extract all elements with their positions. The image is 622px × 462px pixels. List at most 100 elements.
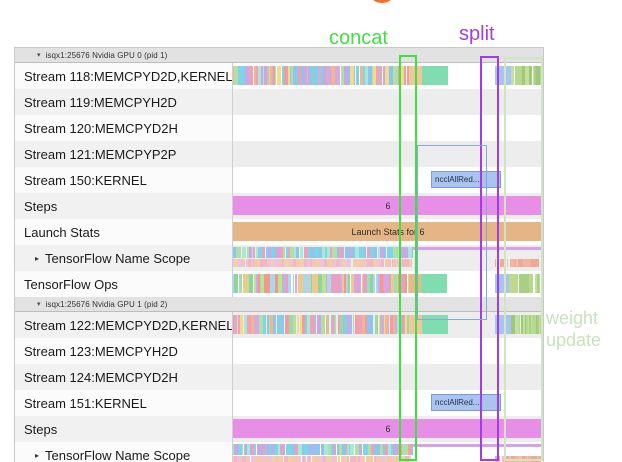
timeline-row[interactable]: Stream 124:MEMCPYD2H	[15, 364, 543, 390]
trace-event[interactable]	[517, 274, 518, 293]
trace-event[interactable]	[242, 259, 245, 267]
trace-event-span[interactable]: 6	[233, 196, 543, 215]
trace-event[interactable]	[537, 259, 539, 267]
trace-event[interactable]	[242, 444, 243, 455]
trace-event[interactable]	[359, 444, 362, 455]
chevron-right-icon[interactable]: ▸	[35, 451, 39, 460]
trace-event[interactable]	[275, 66, 276, 85]
trace-event[interactable]	[253, 247, 255, 258]
trace-event[interactable]	[348, 274, 350, 293]
trace-event[interactable]	[296, 247, 298, 258]
trace-event[interactable]	[540, 315, 541, 334]
trace-event[interactable]	[499, 456, 500, 462]
trace-event[interactable]	[249, 274, 253, 293]
timeline-row-label[interactable]: Stream 123:MEMCPYH2D	[15, 338, 233, 364]
trace-event[interactable]	[321, 315, 325, 334]
trace-event[interactable]	[353, 315, 355, 334]
trace-event[interactable]	[262, 247, 265, 258]
trace-event[interactable]	[356, 66, 359, 85]
trace-event[interactable]	[381, 259, 384, 267]
trace-event[interactable]	[315, 315, 316, 334]
timeline-track[interactable]	[233, 63, 543, 89]
trace-event[interactable]	[540, 66, 541, 85]
trace-event[interactable]	[422, 315, 448, 334]
trace-event[interactable]	[282, 444, 284, 455]
trace-event[interactable]	[405, 274, 407, 293]
trace-event[interactable]	[240, 315, 243, 334]
trace-event[interactable]	[398, 274, 400, 293]
trace-event[interactable]	[373, 274, 375, 293]
trace-event-span[interactable]: 6	[233, 419, 543, 438]
timeline-row[interactable]: Stream 121:MEMCPYP2P	[15, 141, 543, 167]
trace-event[interactable]	[495, 259, 496, 267]
trace-event-span[interactable]: Launch Stats for 6	[233, 222, 543, 241]
trace-event[interactable]	[343, 247, 344, 258]
timeline-row-label[interactable]: Stream 151:KERNEL	[15, 390, 233, 416]
trace-event[interactable]	[281, 315, 284, 334]
trace-event[interactable]	[409, 315, 422, 334]
timeline-row-label[interactable]: Stream 119:MEMCPYH2D	[15, 89, 233, 115]
timeline-row-label[interactable]: Stream 118:MEMCPYD2D,KERNEL,ME	[15, 63, 233, 89]
timeline-row[interactable]: Stream 120:MEMCPYD2H	[15, 115, 543, 141]
timeline-row[interactable]: Stream 118:MEMCPYD2D,KERNEL,ME	[15, 63, 543, 89]
trace-event[interactable]	[374, 247, 377, 258]
chevron-down-icon[interactable]: ▾	[37, 52, 41, 59]
trace-event[interactable]	[409, 456, 411, 462]
timeline-row-label[interactable]: Stream 150:KERNEL	[15, 167, 233, 193]
trace-event[interactable]	[293, 274, 294, 293]
trace-event[interactable]	[370, 456, 373, 462]
timeline-row[interactable]: TensorFlow Ops	[15, 271, 543, 297]
nccl-allreduce-event[interactable]: ncclAllRed...	[431, 394, 501, 411]
timeline-row-label[interactable]: TensorFlow Ops	[15, 271, 233, 297]
trace-event[interactable]	[495, 274, 509, 293]
trace-event[interactable]	[328, 315, 330, 334]
trace-event[interactable]	[234, 274, 238, 293]
trace-event[interactable]	[335, 456, 337, 462]
timeline-row-label[interactable]: Stream 120:MEMCPYD2H	[15, 115, 233, 141]
trace-event[interactable]	[302, 456, 306, 462]
trace-event[interactable]	[380, 66, 382, 85]
trace-event[interactable]	[350, 444, 354, 455]
timeline-track[interactable]	[233, 115, 543, 141]
trace-event[interactable]	[283, 247, 285, 258]
timeline-row-label[interactable]: Steps	[15, 193, 233, 219]
timeline-row[interactable]: ▸TensorFlow Name Scope	[15, 442, 543, 462]
trace-event[interactable]	[409, 66, 422, 85]
trace-event[interactable]	[336, 66, 339, 85]
trace-event[interactable]	[254, 444, 256, 455]
trace-event[interactable]	[300, 247, 303, 258]
trace-event[interactable]	[421, 274, 447, 293]
group-header-gpu-0[interactable]: ▾isqx1:25676 Nvidia GPU 0 (pid 1)	[15, 48, 543, 63]
timeline-row[interactable]: Stream 151:KERNEL ncclAllRed...	[15, 390, 543, 416]
trace-event[interactable]	[249, 66, 253, 85]
timeline-row[interactable]: Stream 150:KERNEL ncclAllRed...	[15, 167, 543, 193]
trace-event[interactable]	[404, 66, 407, 85]
trace-event[interactable]	[297, 315, 299, 334]
timeline-panel[interactable]: ▾isqx1:25676 Nvidia GPU 0 (pid 1)Stream …	[14, 47, 544, 462]
trace-event[interactable]	[512, 66, 514, 85]
trace-event[interactable]	[370, 315, 373, 334]
trace-event[interactable]	[376, 315, 378, 334]
trace-event[interactable]	[384, 247, 387, 258]
timeline-track[interactable]	[233, 364, 543, 390]
trace-event[interactable]	[363, 456, 365, 462]
timeline-track[interactable]	[233, 271, 543, 297]
trace-event[interactable]	[298, 456, 301, 462]
trace-event[interactable]	[422, 66, 448, 85]
timeline-row-label[interactable]: ▸TensorFlow Name Scope	[15, 245, 233, 271]
timeline-row[interactable]: Stream 119:MEMCPYH2D	[15, 89, 543, 115]
timeline-track[interactable]: Launch Stats for 6	[233, 219, 543, 245]
chevron-right-icon[interactable]: ▸	[35, 254, 39, 263]
trace-event[interactable]	[509, 274, 517, 293]
timeline-track[interactable]	[233, 89, 543, 115]
trace-event[interactable]	[413, 444, 541, 447]
trace-event[interactable]	[316, 444, 320, 455]
nccl-allreduce-event[interactable]: ncclAllRed...	[431, 171, 501, 188]
trace-event[interactable]	[413, 247, 541, 250]
timeline-track[interactable]	[233, 442, 543, 462]
trace-event[interactable]	[497, 259, 498, 267]
trace-event[interactable]	[539, 274, 540, 293]
